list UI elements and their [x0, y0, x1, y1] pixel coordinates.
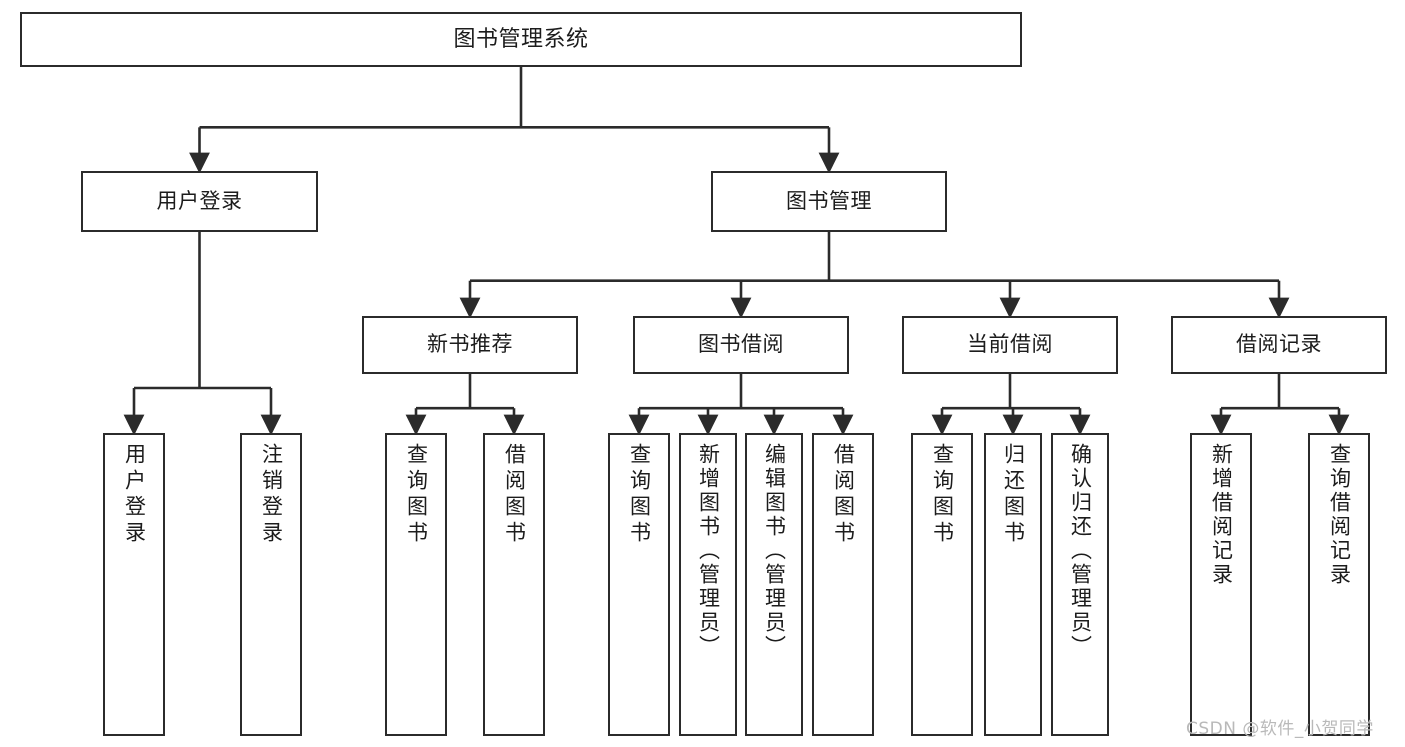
node-book-management[interactable]: 图书管理: [711, 171, 947, 232]
node-leaf-borrow-book-recommend[interactable]: 借阅图书: [483, 433, 545, 736]
node-leaf-borrow-book-recommend-label: 借阅图书: [502, 443, 527, 547]
node-leaf-confirm-return-admin-label: 确认归还（管理员）: [1068, 443, 1093, 659]
watermark-text: CSDN @软件_小贺同学: [1186, 719, 1374, 739]
node-leaf-add-borrow-record-label: 新增借阅记录: [1209, 443, 1234, 587]
node-new-book-recommend[interactable]: 新书推荐: [362, 316, 578, 374]
node-current-borrow-label: 当前借阅: [967, 332, 1053, 357]
node-leaf-query-borrow-record[interactable]: 查询借阅记录: [1308, 433, 1370, 736]
node-leaf-edit-book-admin-label: 编辑图书（管理员）: [762, 443, 787, 659]
node-leaf-add-book-admin-label: 新增图书（管理员）: [696, 443, 721, 659]
node-leaf-query-book-borrow-label: 查询图书: [627, 443, 652, 547]
node-leaf-logout-label: 注销登录: [259, 443, 284, 547]
node-leaf-query-book-current-label: 查询图书: [930, 443, 955, 547]
node-book-management-label: 图书管理: [786, 188, 872, 213]
node-leaf-borrow-book[interactable]: 借阅图书: [812, 433, 874, 736]
node-book-borrow-label: 图书借阅: [698, 332, 784, 357]
node-leaf-return-book-label: 归还图书: [1001, 443, 1026, 547]
node-current-borrow[interactable]: 当前借阅: [902, 316, 1118, 374]
node-leaf-query-book-recommend-label: 查询图书: [404, 443, 429, 547]
node-user-login-label: 用户登录: [156, 188, 243, 213]
node-leaf-user-login-label: 用户登录: [122, 443, 147, 547]
node-leaf-query-book-borrow[interactable]: 查询图书: [608, 433, 670, 736]
node-leaf-query-book-recommend[interactable]: 查询图书: [385, 433, 447, 736]
node-root[interactable]: 图书管理系统: [20, 12, 1022, 67]
node-borrow-record-label: 借阅记录: [1236, 332, 1322, 357]
node-leaf-logout[interactable]: 注销登录: [240, 433, 302, 736]
node-borrow-record[interactable]: 借阅记录: [1171, 316, 1387, 374]
node-root-label: 图书管理系统: [453, 26, 589, 52]
node-user-login[interactable]: 用户登录: [81, 171, 318, 232]
node-leaf-query-borrow-record-label: 查询借阅记录: [1327, 443, 1352, 587]
node-leaf-add-book-admin[interactable]: 新增图书（管理员）: [679, 433, 737, 736]
node-leaf-query-book-current[interactable]: 查询图书: [911, 433, 973, 736]
node-leaf-borrow-book-label: 借阅图书: [831, 443, 856, 547]
node-book-borrow[interactable]: 图书借阅: [633, 316, 849, 374]
node-leaf-confirm-return-admin[interactable]: 确认归还（管理员）: [1051, 433, 1109, 736]
node-new-book-recommend-label: 新书推荐: [427, 332, 513, 357]
node-leaf-add-borrow-record[interactable]: 新增借阅记录: [1190, 433, 1252, 736]
node-leaf-return-book[interactable]: 归还图书: [984, 433, 1042, 736]
node-leaf-edit-book-admin[interactable]: 编辑图书（管理员）: [745, 433, 803, 736]
node-leaf-user-login[interactable]: 用户登录: [103, 433, 165, 736]
